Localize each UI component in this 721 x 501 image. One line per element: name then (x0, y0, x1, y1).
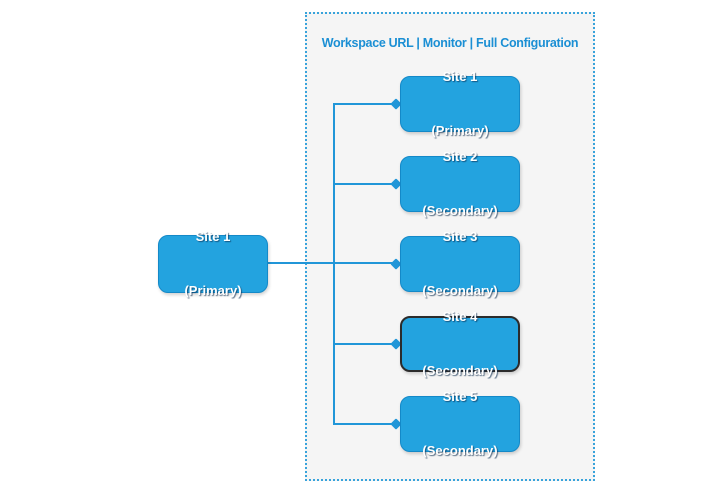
node-label: Site 2 (Secondary) (422, 112, 497, 256)
node-label: Site 3 (Secondary) (422, 192, 497, 336)
node-role: (Primary) (184, 283, 242, 298)
node-name: Site 1 (442, 69, 478, 84)
connector-vertical-bus (333, 103, 335, 425)
node-role: (Secondary) (422, 443, 498, 458)
node-role: (Primary) (431, 123, 489, 138)
node-name: Site 5 (442, 389, 478, 404)
node-site-2: Site 2 (Secondary) (400, 149, 520, 218)
connector-branch-site-5 (334, 423, 394, 425)
workspace-group-title: Workspace URL | Monitor | Full Configura… (321, 36, 579, 50)
node-site-3: Site 3 (Secondary) (400, 229, 520, 298)
node-label: Site 5 (Secondary) (422, 352, 497, 496)
connector-branch-site-2 (334, 183, 394, 185)
node-role: (Secondary) (422, 283, 498, 298)
node-primary-site-1: Site 1 (Primary) (158, 229, 268, 298)
node-site-4: Site 4 (Secondary) (400, 309, 520, 378)
connector-branch-site-4 (334, 343, 394, 345)
node-site-1: Site 1 (Primary) (400, 69, 520, 138)
node-name: Site 4 (442, 309, 478, 324)
node-label: Site 1 (Primary) (184, 192, 241, 336)
node-role: (Secondary) (422, 203, 498, 218)
node-role: (Secondary) (422, 363, 498, 378)
node-name: Site 1 (195, 229, 231, 244)
connector-trunk (268, 262, 394, 264)
node-label: Site 4 (Secondary) (422, 272, 497, 416)
node-name: Site 2 (442, 149, 478, 164)
node-label: Site 1 (Primary) (431, 32, 488, 176)
node-name: Site 3 (442, 229, 478, 244)
node-site-5: Site 5 (Secondary) (400, 389, 520, 458)
connector-branch-site-1 (334, 103, 394, 105)
